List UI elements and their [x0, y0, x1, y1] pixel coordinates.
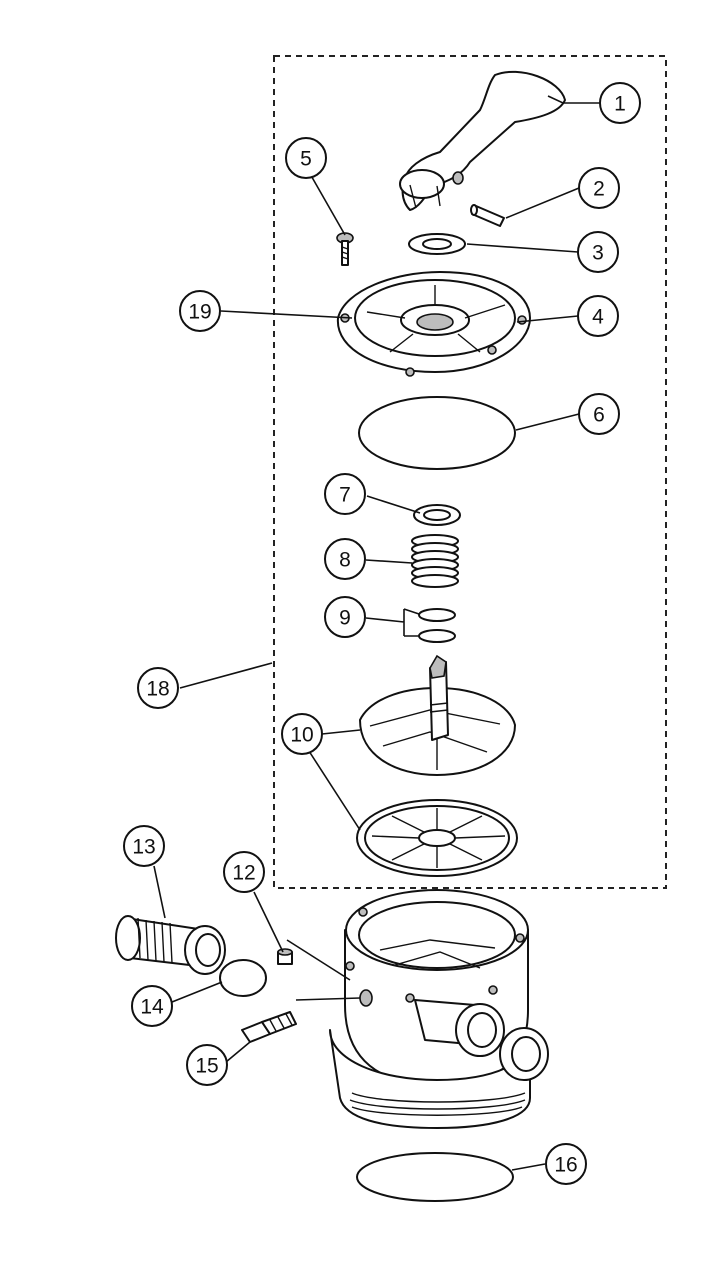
callout-3: 3	[577, 231, 619, 273]
union-fitting-part	[115, 915, 226, 975]
bottom-oring-part	[356, 1152, 514, 1202]
callout-12-label: 12	[232, 862, 255, 885]
callout-3-label: 3	[592, 242, 604, 265]
small-washer-part	[413, 504, 461, 526]
assembly-outline	[273, 55, 667, 889]
callout-10-label: 10	[290, 724, 313, 747]
rotor-part	[359, 654, 516, 776]
callout-14-label: 14	[140, 996, 164, 1019]
callout-16-label: 16	[554, 1154, 577, 1177]
large-oring-part	[358, 396, 516, 470]
callout-13: 13	[123, 825, 165, 867]
rotor-gasket-part	[356, 799, 518, 877]
callout-4: 4	[577, 295, 619, 337]
callout-7-label: 7	[339, 484, 351, 507]
handle-part	[399, 70, 566, 211]
callout-1: 1	[599, 82, 641, 124]
callout-8: 8	[324, 538, 366, 580]
screw-part	[336, 232, 354, 266]
callout-16: 16	[545, 1143, 587, 1185]
callout-6-label: 6	[593, 404, 605, 427]
callout-9-label: 9	[339, 607, 351, 630]
small-orings-part	[418, 608, 456, 643]
callout-6: 6	[578, 393, 620, 435]
union-gasket-part	[219, 959, 267, 997]
callout-18-label: 18	[146, 678, 169, 701]
callout-18: 18	[137, 667, 179, 709]
valve-body-part	[329, 889, 549, 1129]
callout-9: 9	[324, 596, 366, 638]
callout-1-label: 1	[614, 93, 626, 116]
leader-lines	[153, 95, 600, 1171]
callout-4-label: 4	[592, 306, 604, 329]
pin-part	[470, 204, 505, 227]
callout-5-label: 5	[300, 148, 312, 171]
callout-19: 19	[179, 290, 221, 332]
callout-19-label: 19	[188, 301, 211, 324]
callout-8-label: 8	[339, 549, 351, 572]
callout-2-label: 2	[593, 178, 605, 201]
cover-part	[336, 271, 531, 377]
callout-15: 15	[186, 1044, 228, 1086]
callout-14: 14	[131, 985, 173, 1027]
plug-part	[277, 948, 293, 965]
callout-13-label: 13	[132, 836, 155, 859]
drain-bolt-part	[241, 1011, 297, 1043]
callout-5: 5	[285, 137, 327, 179]
callout-2: 2	[578, 167, 620, 209]
callout-7: 7	[324, 473, 366, 515]
callout-10: 10	[281, 713, 323, 755]
callout-12: 12	[223, 851, 265, 893]
washer-part	[408, 233, 466, 255]
callout-15-label: 15	[195, 1055, 218, 1078]
spring-part	[411, 534, 459, 588]
